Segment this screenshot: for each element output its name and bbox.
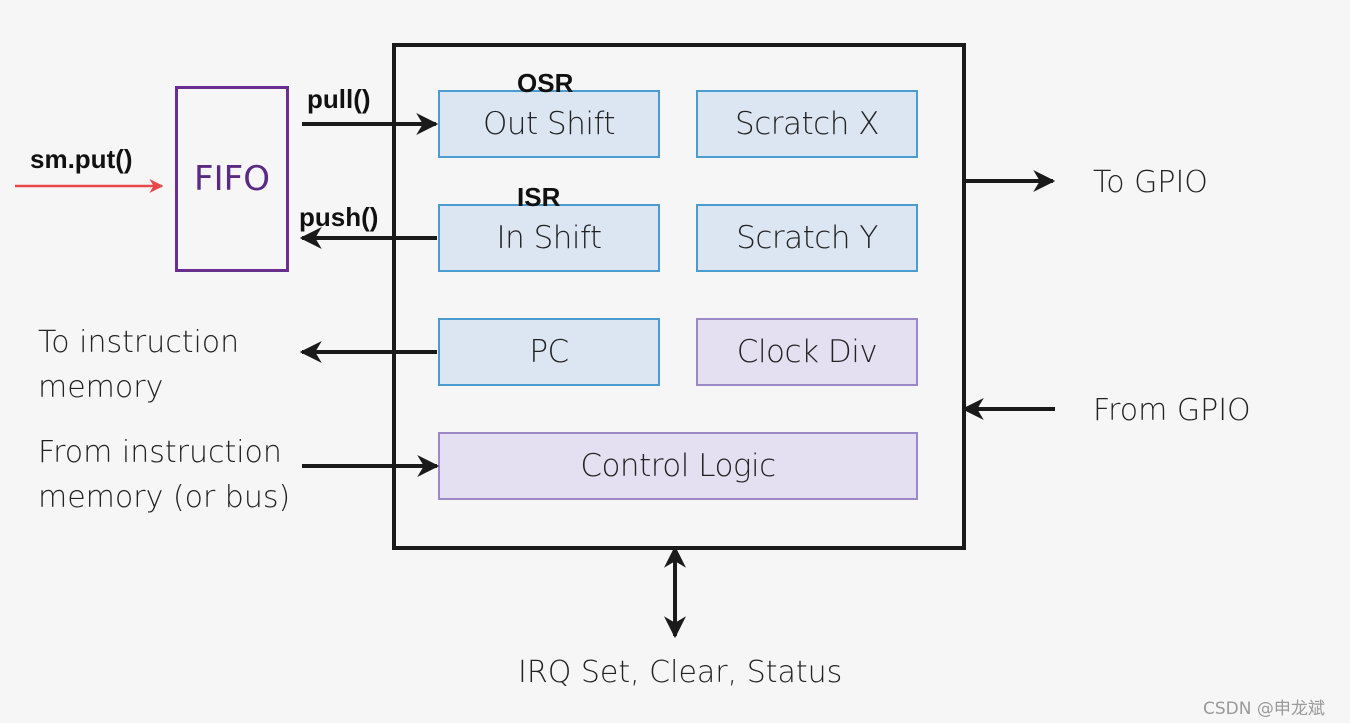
to-instruction-memory-line1: To instruction [38,325,240,360]
watermark: CSDN @申龙斌 [1203,699,1325,719]
clock-div-block: Clock Div [696,318,918,386]
pc-register: PC [438,318,660,386]
scratch-y-label: Scratch Y [736,220,878,256]
fifo-label: FIFO [194,159,270,199]
fifo-box: FIFO [175,86,289,272]
out-shift-register: Out Shift [438,90,660,158]
osr-tag: OSR [517,68,574,98]
scratch-x-register: Scratch X [696,90,918,158]
out-shift-label: Out Shift [482,106,616,142]
scratch-y-register: Scratch Y [696,204,918,272]
isr-tag: ISR [517,182,561,212]
to-instruction-memory-label: To instruction memory [38,320,239,410]
control-logic-block: Control Logic [438,432,918,500]
clock-div-label: Clock Div [736,334,878,370]
from-gpio-label: From GPIO [1093,393,1251,428]
pull-label: pull() [307,84,371,114]
control-logic-label: Control Logic [580,448,776,484]
irq-label: IRQ Set, Clear, Status [518,655,843,690]
from-instruction-memory-line2: memory (or bus) [38,480,291,515]
in-shift-register: In Shift [438,204,660,272]
in-shift-label: In Shift [496,220,602,256]
scratch-x-label: Scratch X [735,106,879,142]
sm-put-label: sm.put() [30,144,133,174]
to-instruction-memory-line2: memory [38,370,164,405]
from-instruction-memory-label: From instruction memory (or bus) [38,430,290,520]
pc-label: PC [529,334,569,370]
to-gpio-label: To GPIO [1093,165,1208,200]
from-instruction-memory-line1: From instruction [38,435,282,470]
